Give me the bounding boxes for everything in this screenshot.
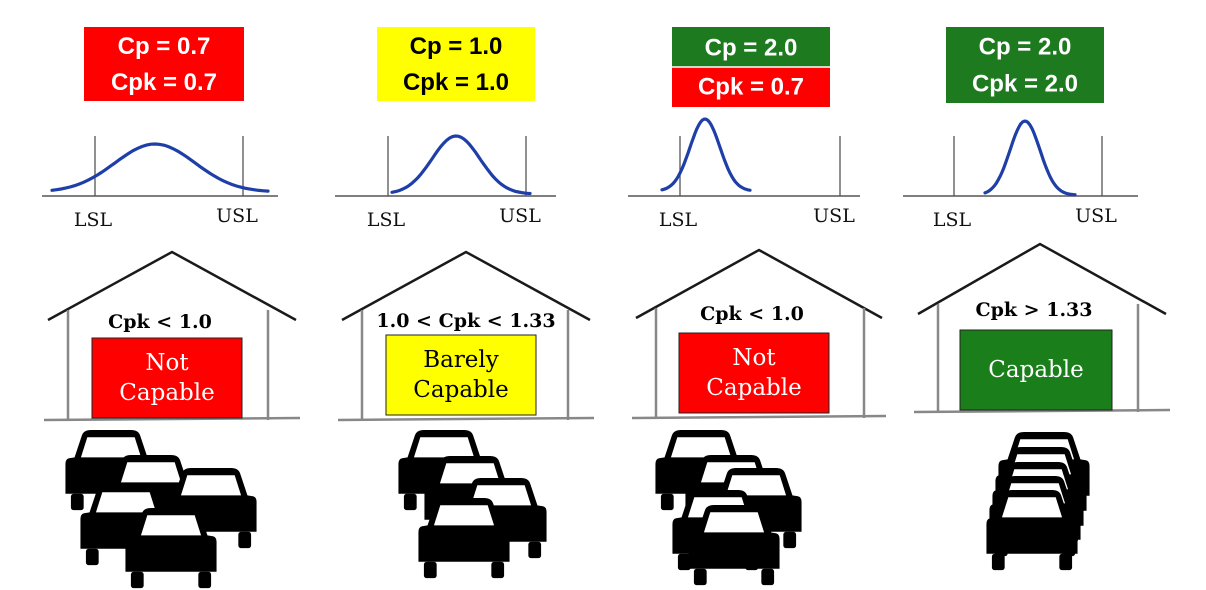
cpk-condition: Cpk > 1.33 [976,299,1093,321]
cp-value: Cp = 2.0 [705,35,798,62]
lsl-label: LSL [74,209,113,231]
cpk-value: Cpk = 0.7 [698,74,804,101]
verdict-text: Capable [413,377,508,403]
house-roof [47,250,297,322]
cp-value: Cp = 2.0 [979,34,1072,61]
usl-label: USL [216,205,258,227]
verdict-text: Capable [706,375,801,401]
cpk-condition: 1.0 < Cpk < 1.33 [376,310,555,332]
usl-label: USL [813,205,855,227]
house-floor [337,416,595,422]
cp-label-box [672,27,830,67]
cpk-value: Cpk = 1.0 [403,69,509,96]
cpk-label-box [84,64,244,101]
capability-verdict-box [385,334,537,416]
cp-value: Cp = 1.0 [410,33,503,60]
lsl-label: LSL [367,209,406,231]
house-floor [631,414,887,420]
distribution-curve [983,119,1077,197]
cp-label-box [84,27,244,64]
verdict-text: Not [732,345,776,371]
capability-verdict-box [678,332,830,414]
house-roof [341,250,591,322]
house-roof [917,242,1167,316]
distribution-curve [50,142,270,193]
cp-label-box [946,27,1104,65]
distribution-curve [660,117,752,192]
capability-verdict-box [959,329,1113,411]
verdict-text: Capable [119,380,214,406]
cpk-label-box [946,65,1104,103]
cpk-condition: Cpk < 1.0 [108,311,212,333]
verdict-text: Capable [988,357,1083,383]
cp-label-box [377,27,535,64]
distribution-curve [390,134,532,196]
lsl-label: LSL [933,209,972,231]
house-floor [43,416,301,422]
usl-label: USL [1075,205,1117,227]
cpk-label-box [377,64,535,101]
verdict-text: Not [145,350,189,376]
verdict-text: Barely [423,347,499,373]
cpk-value: Cpk = 2.0 [972,71,1078,98]
cpk-label-box [672,67,830,107]
house-floor [913,408,1171,414]
lsl-label: LSL [659,209,698,231]
cpk-condition: Cpk < 1.0 [700,303,804,325]
capability-verdict-box [91,337,243,419]
usl-label: USL [499,205,541,227]
cp-value: Cp = 0.7 [118,33,211,60]
cpk-value: Cpk = 0.7 [111,69,217,96]
house-roof [635,248,883,320]
